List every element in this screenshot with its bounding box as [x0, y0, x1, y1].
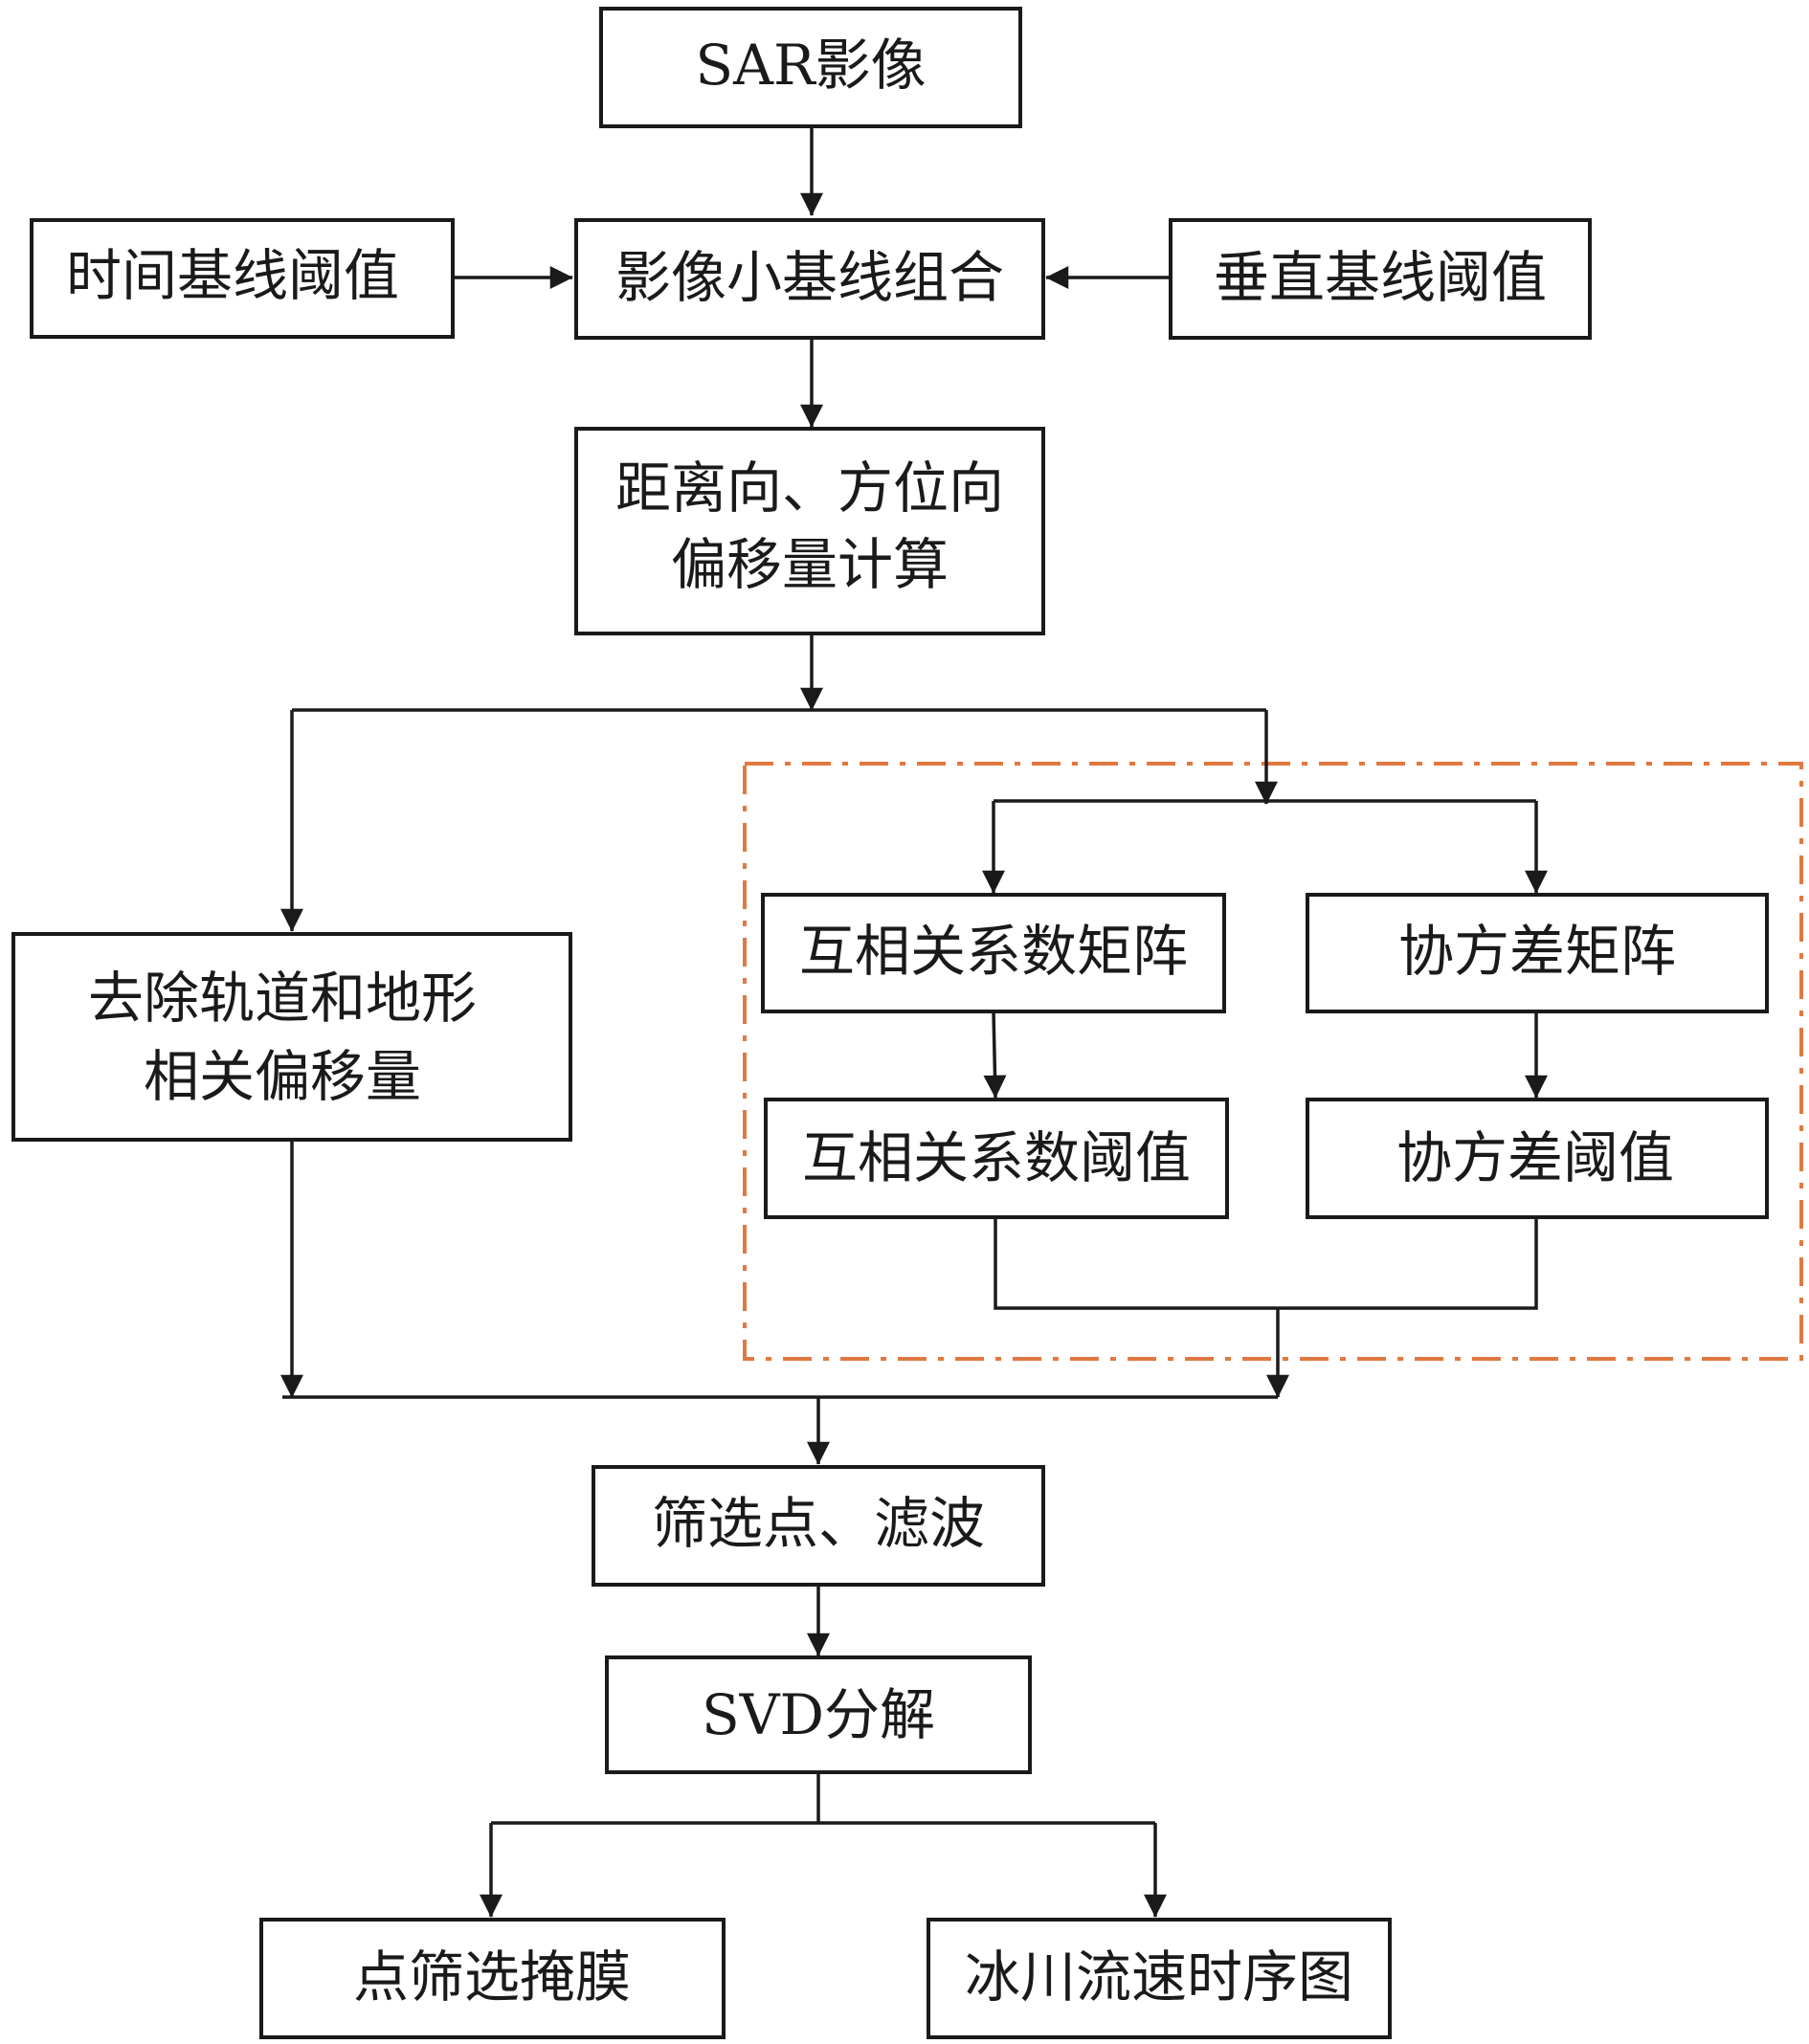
node-label-line1: 距离向、方位向 — [615, 455, 1004, 521]
node-glacier-velocity: 冰川流速时序图 — [927, 1918, 1392, 2039]
node-temporal-threshold: 时间基线阈值 — [30, 218, 455, 339]
node-label: 时间基线阈值 — [66, 243, 399, 308]
node-offset-calculation: 距离向、方位向 偏移量计算 — [574, 427, 1045, 635]
node-label: 垂直基线阈值 — [1214, 245, 1547, 310]
node-label: 冰川流速时序图 — [965, 1944, 1353, 2010]
thresholds-merge — [994, 1217, 1538, 1310]
node-label: 协方差阈值 — [1396, 1125, 1674, 1190]
node-svd: SVD分解 — [605, 1655, 1032, 1774]
node-label: 点筛选掩膜 — [353, 1944, 631, 2010]
node-covariance-threshold: 协方差阈值 — [1306, 1098, 1769, 1219]
node-sar-image: SAR影像 — [599, 7, 1022, 128]
node-label-line2: 偏移量计算 — [671, 532, 949, 597]
node-label: 协方差矩阵 — [1398, 919, 1676, 984]
node-remove-offset: 去除轨道和地形 相关偏移量 — [11, 932, 572, 1142]
node-label: 互相关系数矩阵 — [799, 919, 1188, 984]
node-filter-points: 筛选点、滤波 — [592, 1465, 1045, 1587]
node-label: 互相关系数阈值 — [802, 1125, 1191, 1190]
correlation-covariance-group — [743, 762, 1803, 1361]
arrow-cross-corr-matrix-to-threshold — [983, 1011, 1007, 1099]
node-cross-corr-matrix: 互相关系数矩阵 — [761, 893, 1226, 1013]
node-label: SAR影像 — [695, 33, 926, 98]
node-sbas-combination: 影像小基线组合 — [574, 218, 1045, 340]
node-label: 筛选点、滤波 — [652, 1491, 985, 1556]
node-cross-corr-threshold: 互相关系数阈值 — [764, 1098, 1229, 1219]
node-perpendicular-threshold: 垂直基线阈值 — [1169, 218, 1592, 340]
node-point-mask: 点筛选掩膜 — [259, 1918, 726, 2039]
node-label: SVD分解 — [702, 1682, 935, 1747]
node-label-line2: 相关偏移量 — [144, 1044, 421, 1109]
node-covariance-matrix: 协方差矩阵 — [1306, 893, 1769, 1013]
node-label-line1: 去除轨道和地形 — [88, 966, 477, 1031]
node-label: 影像小基线组合 — [615, 245, 1004, 310]
connectors — [279, 126, 1548, 1918]
